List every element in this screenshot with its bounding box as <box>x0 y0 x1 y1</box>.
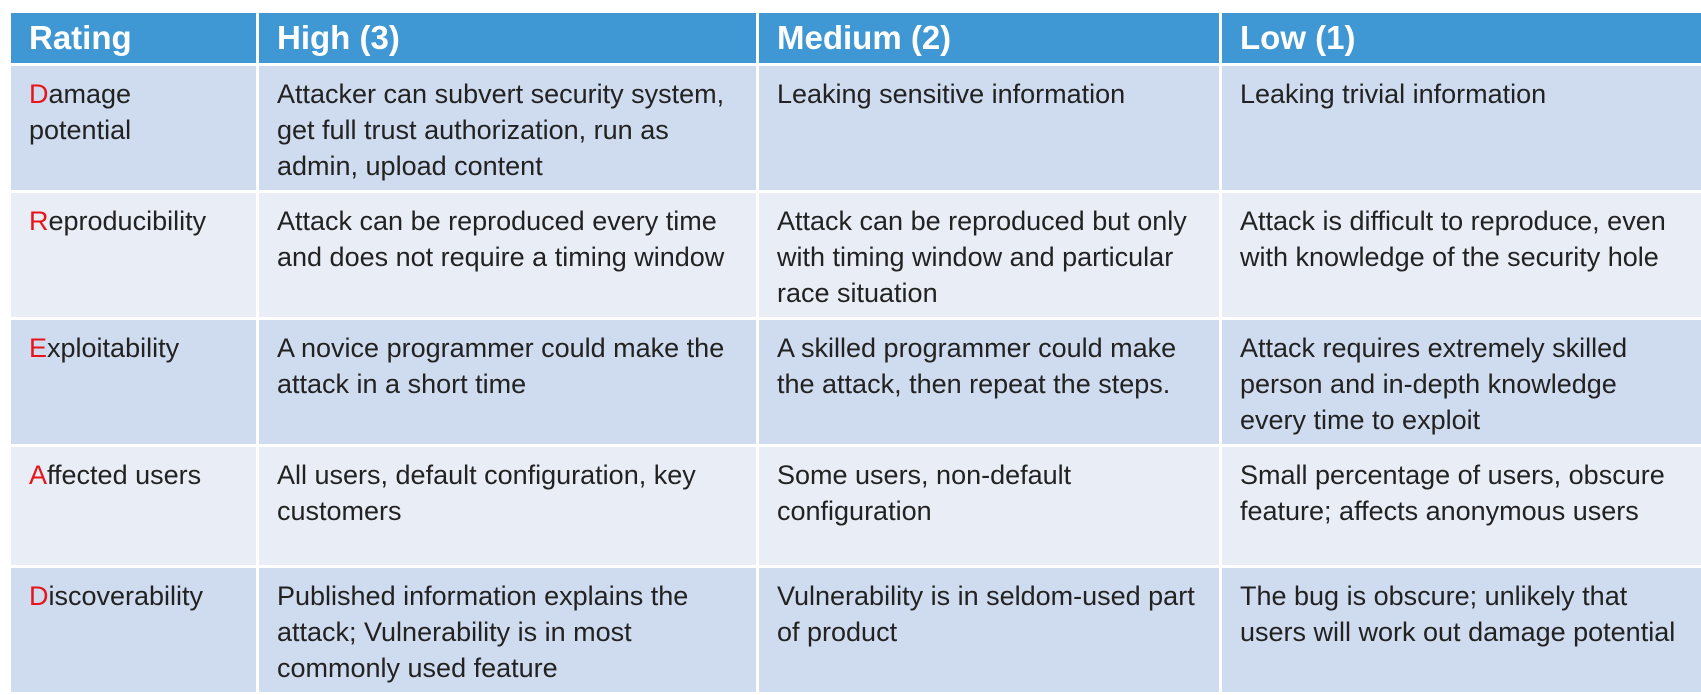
low-cell: Small percentage of users, obscure featu… <box>1222 447 1701 565</box>
medium-cell: A skilled programmer could make the atta… <box>759 320 1219 444</box>
table-row-exploitability: Exploitability A novice programmer could… <box>11 320 1701 444</box>
high-cell: All users, default configuration, key cu… <box>259 447 756 565</box>
header-row: Rating High (3) Medium (2) Low (1) <box>11 13 1701 63</box>
header-rating: Rating <box>11 13 256 63</box>
rating-cell: Reproducibility <box>11 193 256 317</box>
table-row-affected-users: Affected users All users, default config… <box>11 447 1701 565</box>
rating-cell: Exploitability <box>11 320 256 444</box>
rating-label-rest: eproducibility <box>48 206 207 236</box>
header-medium: Medium (2) <box>759 13 1219 63</box>
rating-label-rest: xploitability <box>47 333 180 363</box>
table-row-damage-potential: Damage potential Attacker can subvert se… <box>11 66 1701 190</box>
low-cell: Attack is difficult to reproduce, even w… <box>1222 193 1701 317</box>
rating-initial-letter: D <box>29 79 49 109</box>
medium-cell: Attack can be reproduced but only with t… <box>759 193 1219 317</box>
high-cell: Attacker can subvert security system, ge… <box>259 66 756 190</box>
rating-cell: Affected users <box>11 447 256 565</box>
rating-initial-letter: R <box>29 206 49 236</box>
rating-initial-letter: E <box>29 333 48 363</box>
medium-cell: Some users, non-default configuration <box>759 447 1219 565</box>
rating-label-rest: iscoverability <box>48 581 204 611</box>
rating-initial-letter: A <box>29 460 48 490</box>
high-cell: Published information explains the attac… <box>259 568 756 692</box>
medium-cell: Leaking sensitive information <box>759 66 1219 190</box>
header-high: High (3) <box>259 13 756 63</box>
rating-cell: Discoverability <box>11 568 256 692</box>
dread-rating-table-container: Rating High (3) Medium (2) Low (1) Damag… <box>8 10 1701 695</box>
high-cell: A novice programmer could make the attac… <box>259 320 756 444</box>
rating-label-rest: amage potential <box>29 79 132 145</box>
low-cell: The bug is obscure; unlikely that users … <box>1222 568 1701 692</box>
medium-cell: Vulnerability is in seldom-used part of … <box>759 568 1219 692</box>
dread-rating-table: Rating High (3) Medium (2) Low (1) Damag… <box>8 10 1701 695</box>
high-cell: Attack can be reproduced every time and … <box>259 193 756 317</box>
rating-cell: Damage potential <box>11 66 256 190</box>
header-low: Low (1) <box>1222 13 1701 63</box>
rating-initial-letter: D <box>29 581 49 611</box>
low-cell: Leaking trivial information <box>1222 66 1701 190</box>
low-cell: Attack requires extremely skilled person… <box>1222 320 1701 444</box>
table-row-discoverability: Discoverability Published information ex… <box>11 568 1701 692</box>
table-row-reproducibility: Reproducibility Attack can be reproduced… <box>11 193 1701 317</box>
rating-label-rest: ffected users <box>47 460 202 490</box>
